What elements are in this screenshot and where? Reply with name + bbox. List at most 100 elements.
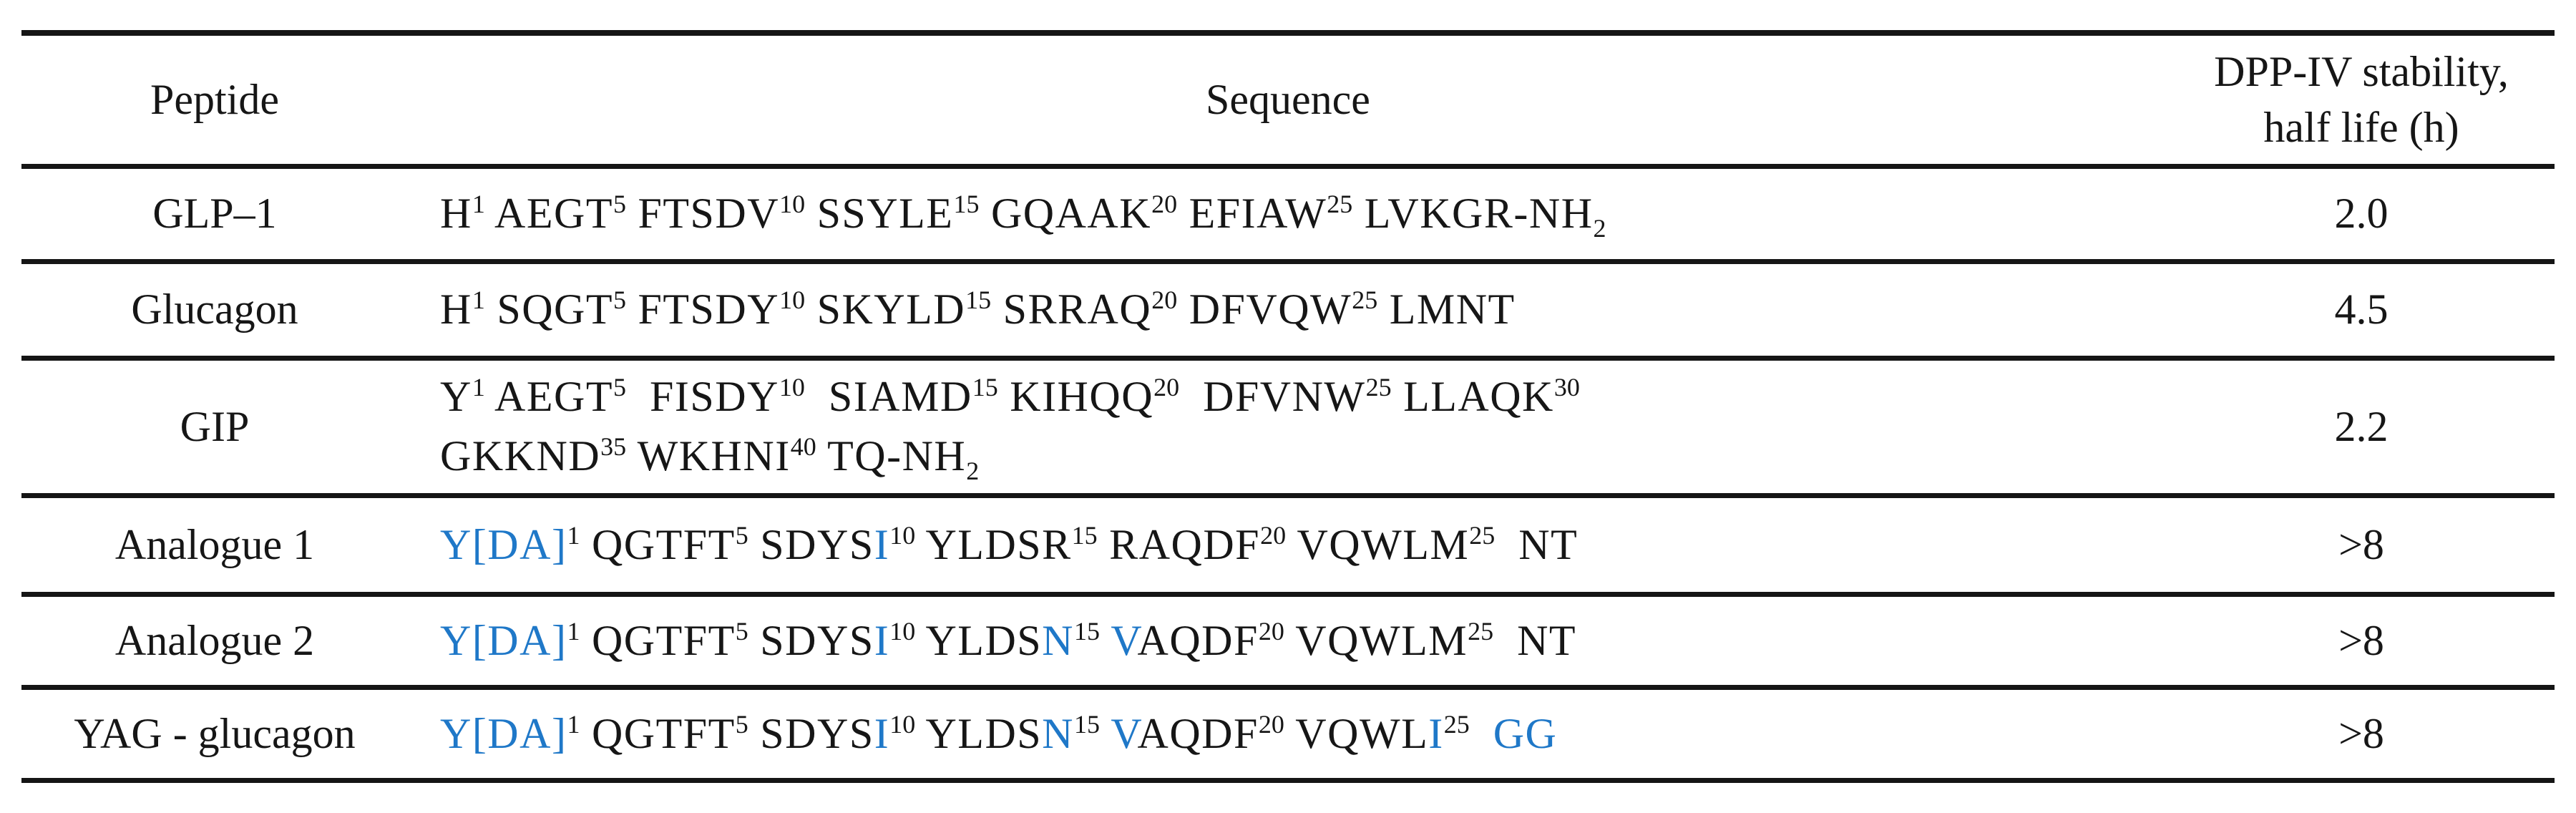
sequence-segment: 25 <box>1443 709 1470 739</box>
sequence-segment: 5 <box>613 190 626 219</box>
sequence-segment: 15 <box>1073 616 1100 646</box>
sequence-segment: 10 <box>889 616 916 646</box>
sequence-segment: 1 <box>567 709 580 739</box>
sequence-segment: 25 <box>1468 616 1494 646</box>
sequence-segment: 1 <box>472 286 485 315</box>
sequence-segment: AEGT <box>484 373 613 421</box>
column-header-peptide: Peptide <box>150 75 279 123</box>
sequence-segment: 1 <box>567 520 580 550</box>
sequence-segment: 5 <box>613 286 627 315</box>
sequence-segment: 5 <box>613 373 626 402</box>
sequence-segment: AQDF <box>1137 709 1259 757</box>
peptide-name: Analogue 1 <box>114 520 315 568</box>
sequence-segment: 1 <box>472 373 485 402</box>
sequence-segment-modified: I <box>874 520 890 568</box>
sequence-segment: SDYS <box>748 520 874 568</box>
sequence-segment: 20 <box>1151 286 1178 315</box>
sequence-segment-modified: I <box>874 616 890 664</box>
sequence-segment: 20 <box>1260 520 1287 550</box>
sequence-segment: 25 <box>1365 373 1392 402</box>
sequence-segment: H <box>440 286 472 334</box>
sequence-segment <box>1470 710 1493 757</box>
sequence-segment: 15 <box>965 286 992 315</box>
sequence-segment: SRRAQ <box>991 286 1152 334</box>
sequence-segment-modified: GG <box>1493 709 1558 757</box>
sequence-segment: DFVQW <box>1177 286 1352 334</box>
sequence-segment: 25 <box>1469 520 1496 550</box>
column-header-stability-line1: DPP-IV stability, <box>2214 48 2509 96</box>
sequence-segment: RAQDF <box>1097 520 1261 568</box>
sequence-segment: 15 <box>1071 520 1098 550</box>
sequence-segment: 20 <box>1153 373 1180 402</box>
sequence-segment: 10 <box>779 373 805 402</box>
sequence-segment: 10 <box>779 286 806 315</box>
column-header-stability-line2: half life (h) <box>2263 104 2459 152</box>
column-header-stability: DPP-IV stability, half life (h) <box>2168 33 2555 166</box>
peptide-sequence: Y[DA]1 QGTFT5 SDYSI10 YLDSN15 VAQDF20 VQ… <box>408 594 2168 687</box>
peptide-sequence: H1 AEGT5 FTSDV10 SSYLE15 GQAAK20 EFIAW25… <box>408 166 2168 261</box>
sequence-segment: 5 <box>735 520 748 550</box>
sequence-segment: AQDF <box>1137 616 1259 664</box>
sequence-segment: 1 <box>472 190 485 219</box>
sequence-segment: 10 <box>889 520 916 550</box>
sequence-segment: YLDS <box>915 616 1043 664</box>
sequence-segment: 2 <box>966 457 980 485</box>
sequence-segment: NT <box>1495 520 1579 568</box>
sequence-segment: SKYLD <box>805 286 966 334</box>
sequence-segment: SQGT <box>484 286 614 334</box>
column-header-sequence: Sequence <box>1206 75 1370 123</box>
sequence-segment: SSYLE <box>805 190 954 238</box>
sequence-segment: NT <box>1493 616 1577 664</box>
sequence-segment: VQWLM <box>1286 520 1470 568</box>
sequence-segment: SIAMD <box>804 373 972 421</box>
table-row: Glucagon H1 SQGT5 FTSDY10 SKYLD15 SRRAQ20… <box>21 261 2555 358</box>
peptide-sequence: Y[DA]1 QGTFT5 SDYSI10 YLDSN15 VAQDF20 VQ… <box>408 687 2168 780</box>
peptide-name: Analogue 2 <box>114 616 315 664</box>
sequence-segment: 10 <box>779 190 806 219</box>
sequence-segment-modified: V <box>1111 616 1138 664</box>
header-row: Peptide Sequence DPP-IV stability, half … <box>21 33 2555 166</box>
sequence-segment: DFVNW <box>1179 373 1366 421</box>
sequence-segment: 15 <box>953 190 980 219</box>
peptide-name: GIP <box>180 402 250 450</box>
stability-value: 4.5 <box>2334 286 2389 333</box>
sequence-segment: 30 <box>1553 373 1580 402</box>
table-header: Peptide Sequence DPP-IV stability, half … <box>21 33 2555 166</box>
table-row: Analogue 2 Y[DA]1 QGTFT5 SDYSI10 YLDSN15 … <box>21 594 2555 687</box>
peptide-name: GLP–1 <box>152 190 277 237</box>
peptide-sequence: H1 SQGT5 FTSDY10 SKYLD15 SRRAQ20 DFVQW25… <box>408 261 2168 358</box>
stability-value: >8 <box>2338 520 2384 568</box>
sequence-segment: FISDY <box>626 373 779 421</box>
sequence-segment: 5 <box>735 616 748 646</box>
sequence-segment: 20 <box>1151 190 1178 219</box>
sequence-segment: VQWL <box>1284 709 1429 757</box>
sequence-segment: 25 <box>1327 190 1353 219</box>
sequence-segment: 15 <box>972 373 998 402</box>
peptide-name: Glucagon <box>131 286 298 333</box>
sequence-segment: EFIAW <box>1177 190 1327 238</box>
sequence-segment-modified: Y[DA] <box>440 709 567 757</box>
sequence-segment: LMNT <box>1377 286 1516 334</box>
stability-value: >8 <box>2338 709 2384 757</box>
sequence-segment-modified: V <box>1111 709 1138 757</box>
sequence-segment: 5 <box>735 709 748 739</box>
peptide-sequence: Y1 AEGT5 FISDY10 SIAMD15 KIHQQ20 DFVNW25… <box>408 358 2168 495</box>
sequence-segment: FTSDV <box>626 190 780 238</box>
sequence-segment-modified: N <box>1042 616 1074 664</box>
peptide-name: YAG - glucagon <box>74 709 356 757</box>
sequence-segment-modified: I <box>874 709 890 757</box>
sequence-segment <box>1100 710 1111 757</box>
sequence-segment: 20 <box>1258 616 1284 646</box>
sequence-segment: YLDSR <box>915 520 1072 568</box>
sequence-segment: FTSDY <box>626 286 780 334</box>
stability-value: >8 <box>2338 616 2384 664</box>
stability-value: 2.0 <box>2334 190 2389 237</box>
sequence-segment: LLAQK <box>1391 373 1554 421</box>
sequence-segment: H <box>440 190 472 238</box>
peptide-sequence: Y[DA]1 QGTFT5 SDYSI10 YLDSR15 RAQDF20 VQ… <box>408 495 2168 594</box>
